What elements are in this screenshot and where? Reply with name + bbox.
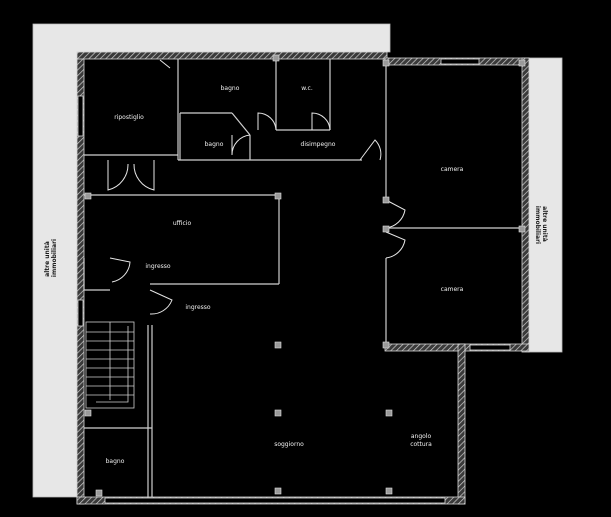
doors: [107, 59, 406, 315]
neighbour-block-right: altre unità immobiliari: [528, 57, 563, 353]
staircase: [85, 321, 135, 409]
neighbour-right-label-1: altre unità: [541, 206, 548, 242]
room-label-bagno-bottom: bagno: [106, 458, 125, 465]
room-labels: ripostiglio bagno w.c. bagno disimpegno …: [106, 85, 464, 465]
room-label-ingresso-1: ingresso: [145, 263, 171, 270]
room-label-soggiorno: soggiorno: [274, 441, 304, 448]
room-label-cottura: cottura: [410, 441, 432, 448]
room-label-bagno-small: bagno: [205, 141, 224, 148]
neighbour-left-label-2: immobiliari: [51, 239, 58, 277]
room-label-bagno-top: bagno: [221, 85, 240, 92]
room-label-ingresso-2: ingresso: [185, 304, 211, 311]
room-label-disimpegno: disimpegno: [301, 141, 336, 148]
room-label-camera-2: camera: [441, 286, 464, 293]
interior-walls: [83, 59, 522, 497]
neighbour-right-label-2: immobiliari: [534, 206, 541, 244]
room-label-ufficio: ufficio: [173, 220, 192, 227]
windows: [77, 58, 511, 504]
room-label-camera-1: camera: [441, 166, 464, 173]
room-label-wc: w.c.: [301, 85, 313, 92]
neighbour-left-label-1: altre unità: [44, 241, 51, 277]
svg-text:altre unità immobiliari: altre unità immobiliari: [44, 239, 58, 277]
svg-text:altre unità immobiliari: altre unità immobiliari: [534, 206, 548, 244]
room-label-angolo: angolo: [411, 433, 432, 440]
columns: [84, 54, 526, 497]
room-label-ripostiglio: ripostiglio: [114, 114, 144, 121]
